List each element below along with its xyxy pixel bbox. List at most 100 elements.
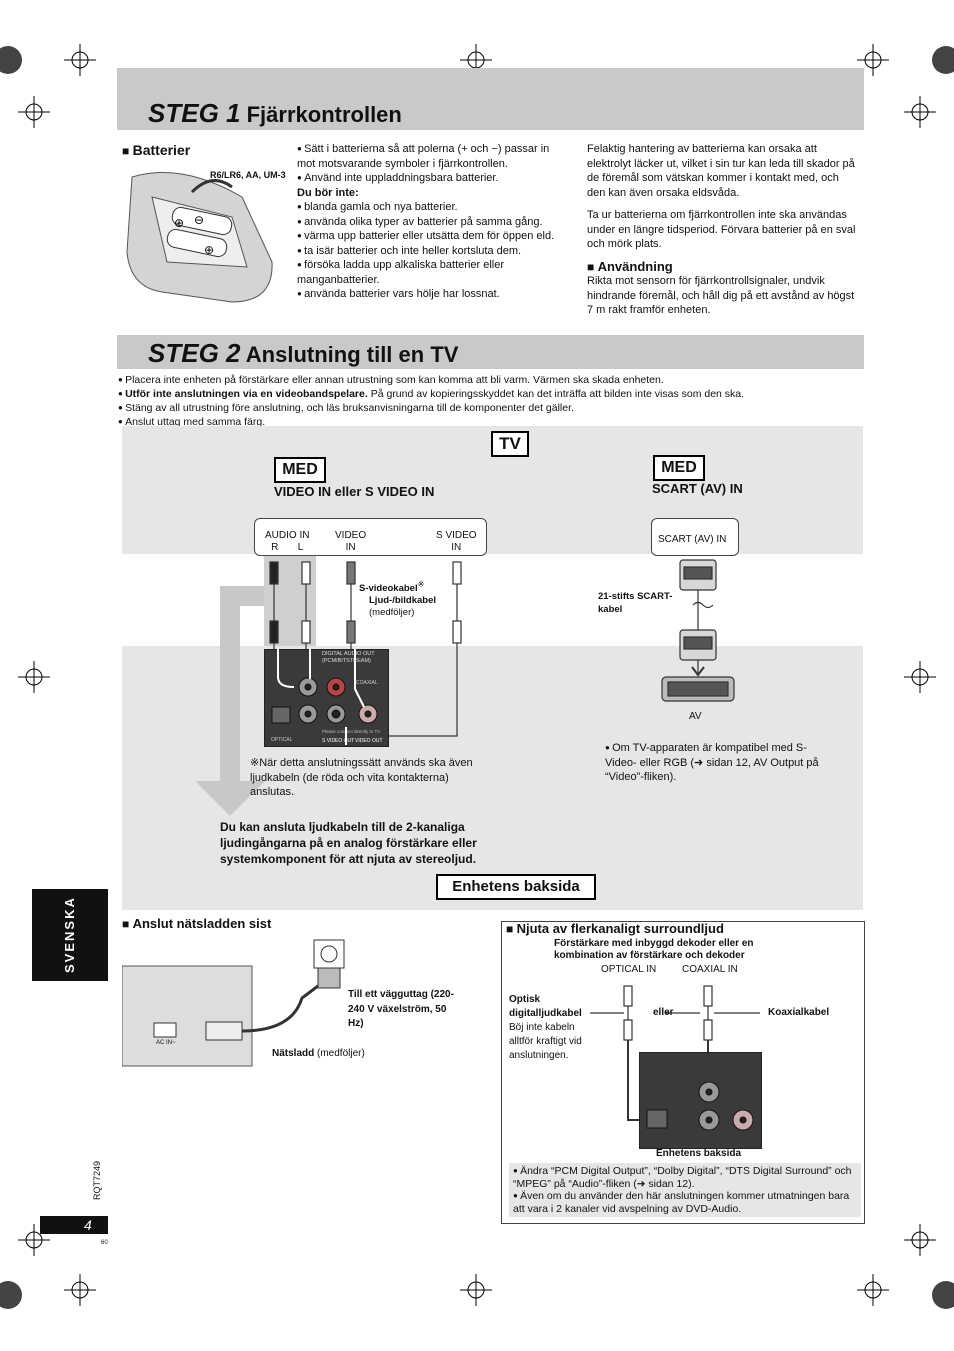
step1-header bbox=[117, 68, 864, 130]
step1-step: STEG 1 bbox=[148, 98, 241, 128]
cord-label: Nätsladd (medföljer) bbox=[272, 1048, 365, 1059]
optical-note: Böj inte kabeln alltför kraftigt vid ans… bbox=[509, 1022, 582, 1061]
av-cable: Ljud-/bildkabel bbox=[369, 595, 437, 606]
panel-video-out: VIDEO OUT bbox=[355, 738, 383, 744]
back-panel-jacks bbox=[271, 649, 378, 745]
down-arrow bbox=[195, 586, 265, 816]
optical-in-label: OPTICAL IN bbox=[601, 964, 657, 975]
step2-bullet-3: Stäng av all utrustning före anslutning,… bbox=[118, 401, 898, 415]
step2-bullet-4: Anslut uttag med samma färg. bbox=[118, 415, 898, 429]
page-number-box bbox=[40, 1216, 108, 1234]
svg-text:⊕: ⊕ bbox=[174, 216, 184, 230]
step2-step: STEG 2 bbox=[148, 338, 241, 368]
small-number: 60 bbox=[101, 1240, 108, 1246]
surround-unit-back: Enhetens baksida bbox=[656, 1148, 742, 1159]
surround-back-panel bbox=[639, 1052, 762, 1149]
do-not-6: använda batterier vars hölje har lossnat… bbox=[297, 287, 567, 302]
left-input-label: VIDEO IN eller S VIDEO IN bbox=[274, 484, 435, 499]
instruction-2: Använd inte uppladdningsbara batterier. bbox=[297, 171, 567, 186]
surround-subheading: Förstärkare med inbyggd dekoder eller en… bbox=[554, 938, 754, 961]
panel-svideo-out: S VIDEO OUT bbox=[322, 738, 355, 744]
panel-connect: Please connect directly to TV bbox=[322, 729, 381, 734]
instruction-1: Sätt i batterierna så att polerna (+ och… bbox=[297, 142, 567, 171]
svideo-cable: S-videokabel bbox=[359, 583, 418, 595]
jack-video-label: VIDEO IN bbox=[335, 530, 366, 554]
av-cable-label: Ljud-/bildkabel (medföljer) bbox=[369, 595, 436, 619]
step2-bullet-1: Placera inte enheten på förstärkare elle… bbox=[118, 373, 898, 387]
step2-bullets: Placera inte enheten på förstärkare elle… bbox=[118, 373, 898, 429]
power-illustration bbox=[122, 939, 345, 1067]
step2-bullet-2: Utför inte anslutningen via en videoband… bbox=[118, 387, 898, 401]
svideo-cable-label: S-videokabel※ bbox=[359, 580, 424, 594]
do-not-2: använda olika typer av batterier på samm… bbox=[297, 215, 567, 230]
step2-bullet-2-bold: Utför inte anslutningen via en videoband… bbox=[125, 388, 368, 400]
optical-cable: Optisk digitalljudkabel bbox=[509, 994, 582, 1019]
batteries-heading: Batterier bbox=[122, 142, 191, 158]
do-not-5: försöka ladda upp alkaliska batterier el… bbox=[297, 258, 567, 287]
back-panel-header: DIGITAL AUDIO OUT (PCM/BITSTREAM) bbox=[322, 651, 384, 665]
med-label-left: MED bbox=[274, 457, 326, 483]
page-number: 4 bbox=[84, 1217, 92, 1233]
do-not-1: blanda gamla och nya batterier. bbox=[297, 200, 567, 215]
do-not-4: ta isär batterier och inte heller kortsl… bbox=[297, 244, 567, 259]
av-label: AV bbox=[689, 711, 702, 722]
jack-svideo-label: S VIDEO IN bbox=[436, 530, 477, 554]
jack-svideo: S VIDEO bbox=[436, 530, 477, 541]
step1-title: STEG 1 Fjärrkontrollen bbox=[148, 98, 402, 129]
stereo-note: Du kan ansluta ljudkabeln till de 2-kana… bbox=[220, 820, 477, 866]
av-cable-note: (medföljer) bbox=[369, 607, 415, 618]
svideo-mark: ※ bbox=[417, 580, 425, 589]
jack-r: R bbox=[271, 542, 279, 553]
battery-type: R6/LR6, AA, UM-3 bbox=[210, 170, 286, 180]
scart-jack-panel bbox=[651, 518, 739, 556]
jack-audio: AUDIO IN bbox=[265, 530, 310, 541]
unit-back-label: Enhetens baksida bbox=[436, 874, 596, 900]
battery-warnings: Felaktig hantering av batterierna kan or… bbox=[587, 142, 857, 318]
tv-jack-panel bbox=[254, 518, 487, 556]
usage-heading: Användning bbox=[587, 259, 857, 275]
scart-jack-label: SCART (AV) IN bbox=[658, 534, 727, 545]
jack-l: L bbox=[297, 542, 304, 553]
step2-title: STEG 2 Anslutning till en TV bbox=[148, 338, 458, 369]
step1-title-text: Fjärrkontrollen bbox=[246, 102, 402, 127]
cord-label-note: (medföljer) bbox=[317, 1048, 365, 1059]
ac-in-label: AC IN~ bbox=[156, 1040, 176, 1046]
med-label-right: MED bbox=[653, 455, 705, 481]
optical-cable-label: Optisk digitalljudkabel Böj inte kabeln … bbox=[509, 993, 594, 1063]
tv-label: TV bbox=[491, 431, 529, 457]
warning-1: Felaktig hantering av batterierna kan or… bbox=[587, 143, 855, 199]
panel-digital: DIGITAL AUDIO OUT bbox=[322, 651, 375, 657]
model-code: RQT7249 bbox=[92, 1160, 102, 1200]
surround-notes: Ändra “PCM Digital Output”, “Dolby Digit… bbox=[509, 1163, 861, 1217]
surround-back-panel-jacks bbox=[646, 1081, 754, 1131]
surround-heading: Njuta av flerkanaligt surroundljud bbox=[506, 921, 724, 936]
battery-instructions: Sätt i batterierna så att polerna (+ och… bbox=[297, 142, 567, 302]
back-panel bbox=[264, 649, 389, 747]
right-input-label: SCART (AV) IN bbox=[652, 481, 743, 496]
panel-pcm: (PCM/BITSTREAM) bbox=[322, 658, 371, 664]
surround-note-2: Även om du använder den här anslutningen… bbox=[513, 1190, 857, 1215]
coax-cable-label: Koaxialkabel bbox=[768, 1007, 830, 1018]
cord-label-name: Nätsladd bbox=[272, 1048, 315, 1059]
side-tab-language: SVENSKA bbox=[32, 889, 108, 981]
jack-rl: R L bbox=[265, 542, 309, 554]
panel-coaxial: COAXIAL bbox=[356, 680, 378, 686]
do-not-3: värma upp batterier eller utsätta dem fö… bbox=[297, 229, 567, 244]
step2-title-text: Anslutning till en TV bbox=[245, 342, 459, 367]
warning-2: Ta ur batterierna om fjärrkontrollen int… bbox=[587, 209, 856, 250]
or-label: eller bbox=[653, 1007, 674, 1018]
scart-cable-illustration bbox=[661, 559, 735, 702]
panel-optical: OPTICAL bbox=[271, 737, 293, 743]
remote-battery-illustration: ⊕ ⊖ ⊕ bbox=[126, 172, 273, 303]
coaxial-in-label: COAXIAL IN bbox=[682, 964, 738, 975]
svg-text:⊕: ⊕ bbox=[204, 243, 214, 257]
step2-bullet-2-rest: På grund av kopieringsskyddet kan det in… bbox=[367, 388, 745, 400]
usage-text: Rikta mot sensorn för fjärrkontrollsigna… bbox=[587, 275, 855, 316]
jack-audio-label: AUDIO IN R L bbox=[265, 530, 309, 554]
do-not-heading: Du bör inte: bbox=[297, 186, 359, 199]
jack-video-in: IN bbox=[345, 542, 356, 553]
footnote: ※När detta anslutningssätt används ska ä… bbox=[250, 757, 473, 798]
step2-header bbox=[117, 335, 864, 369]
surround-note-1: Ändra “PCM Digital Output”, “Dolby Digit… bbox=[513, 1165, 857, 1190]
